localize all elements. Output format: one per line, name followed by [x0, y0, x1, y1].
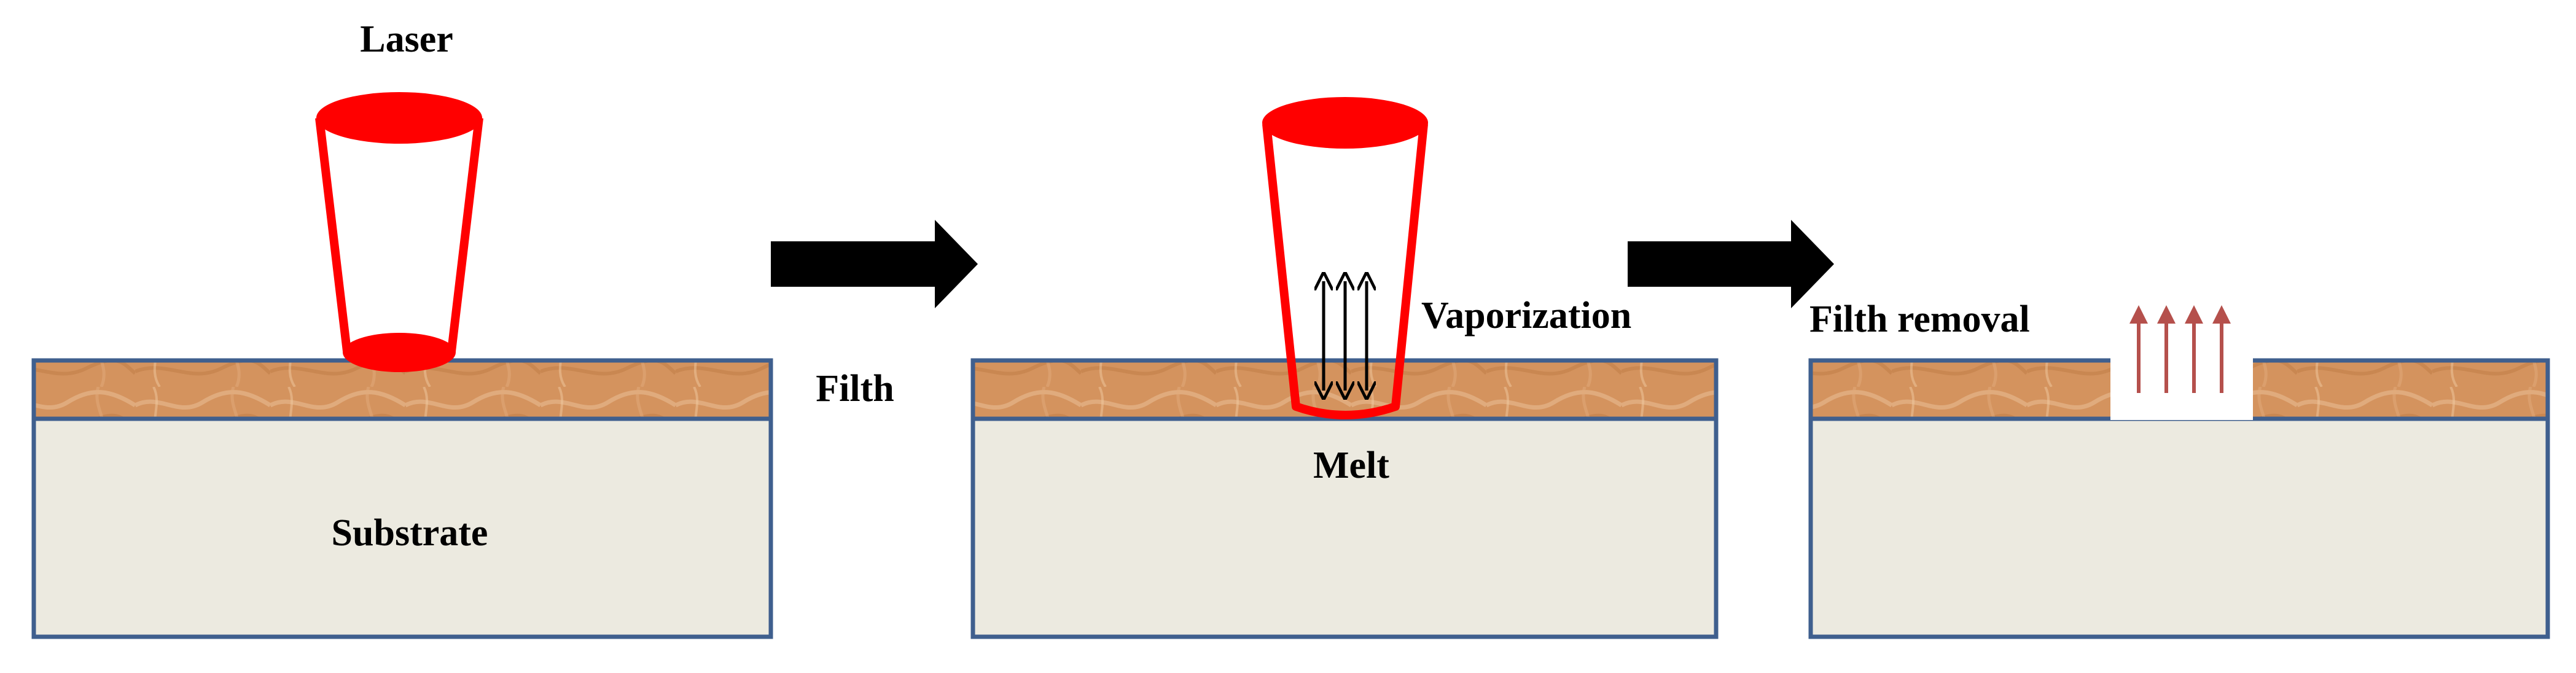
laser-beam [315, 92, 483, 372]
vaporization-arrows [1324, 281, 1367, 391]
substrate-block [970, 416, 1719, 639]
laser-beam-top-ellipse [1262, 97, 1428, 149]
filth-removal-label: Filth removal [1809, 298, 2030, 340]
vaporization-label: Vaporization [1421, 295, 1631, 336]
melt-label: Melt [1313, 445, 1389, 486]
substrate-label: Substrate [332, 512, 488, 554]
panel-2: Vaporization Melt [970, 97, 1719, 639]
process-arrow-1 [771, 220, 978, 308]
laser-beam [1262, 97, 1428, 419]
panel-1: Laser Substrate Filth [31, 18, 894, 639]
substrate-block [1808, 416, 2550, 639]
laser-label: Laser [360, 18, 453, 60]
cleaned-gap [2110, 355, 2253, 420]
filth-label: Filth [816, 368, 894, 410]
removal-arrows [2129, 305, 2231, 393]
laser-beam-spot [343, 333, 456, 372]
process-arrow-2 [1628, 220, 1834, 308]
substrate-block [31, 416, 773, 639]
panel-3: Filth removal [1808, 298, 2550, 639]
laser-beam-top-ellipse [316, 92, 482, 144]
